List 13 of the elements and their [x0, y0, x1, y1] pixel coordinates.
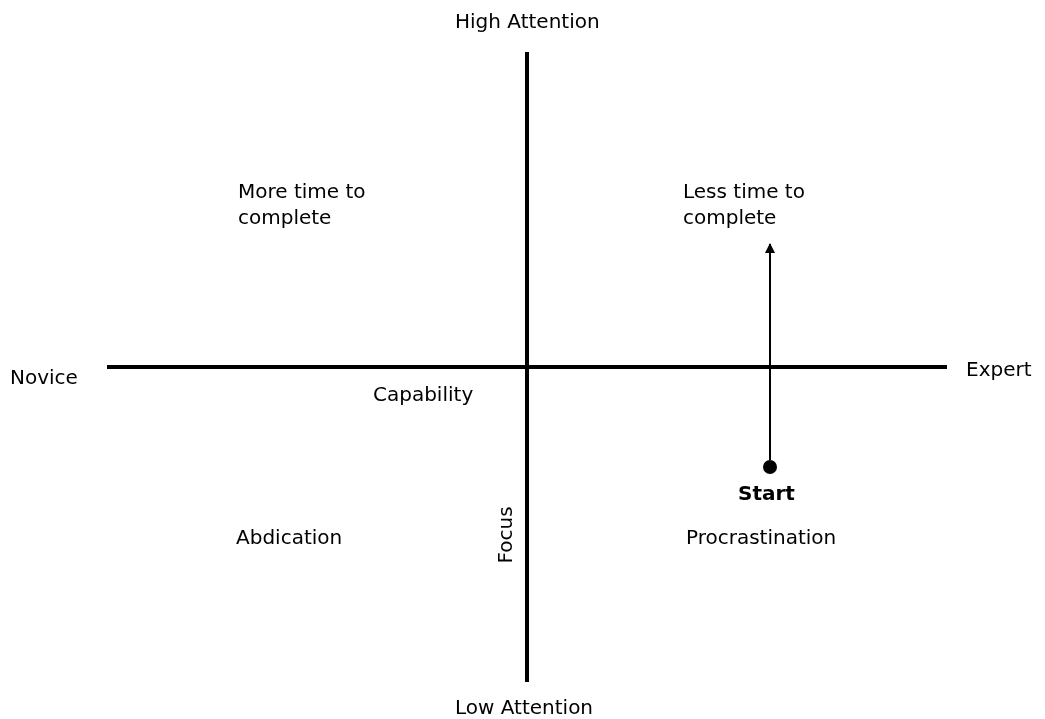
start-label: Start [738, 480, 795, 506]
quadrant-label: Abdication [236, 524, 343, 550]
axis-label: Low Attention [455, 694, 594, 719]
arrow [765, 243, 775, 461]
quadrant-label: Less time to complete [683, 178, 833, 230]
quadrant-label: More time to complete [238, 178, 367, 230]
axis-label: High Attention [455, 8, 600, 34]
quadrant-label: Procrastination [686, 524, 837, 550]
axis-title: Focus [492, 506, 518, 564]
start-dot [763, 460, 777, 474]
axis-label: Novice [10, 364, 78, 390]
axis-title: Capability [373, 381, 474, 407]
axis-label: Expert [966, 356, 1032, 382]
